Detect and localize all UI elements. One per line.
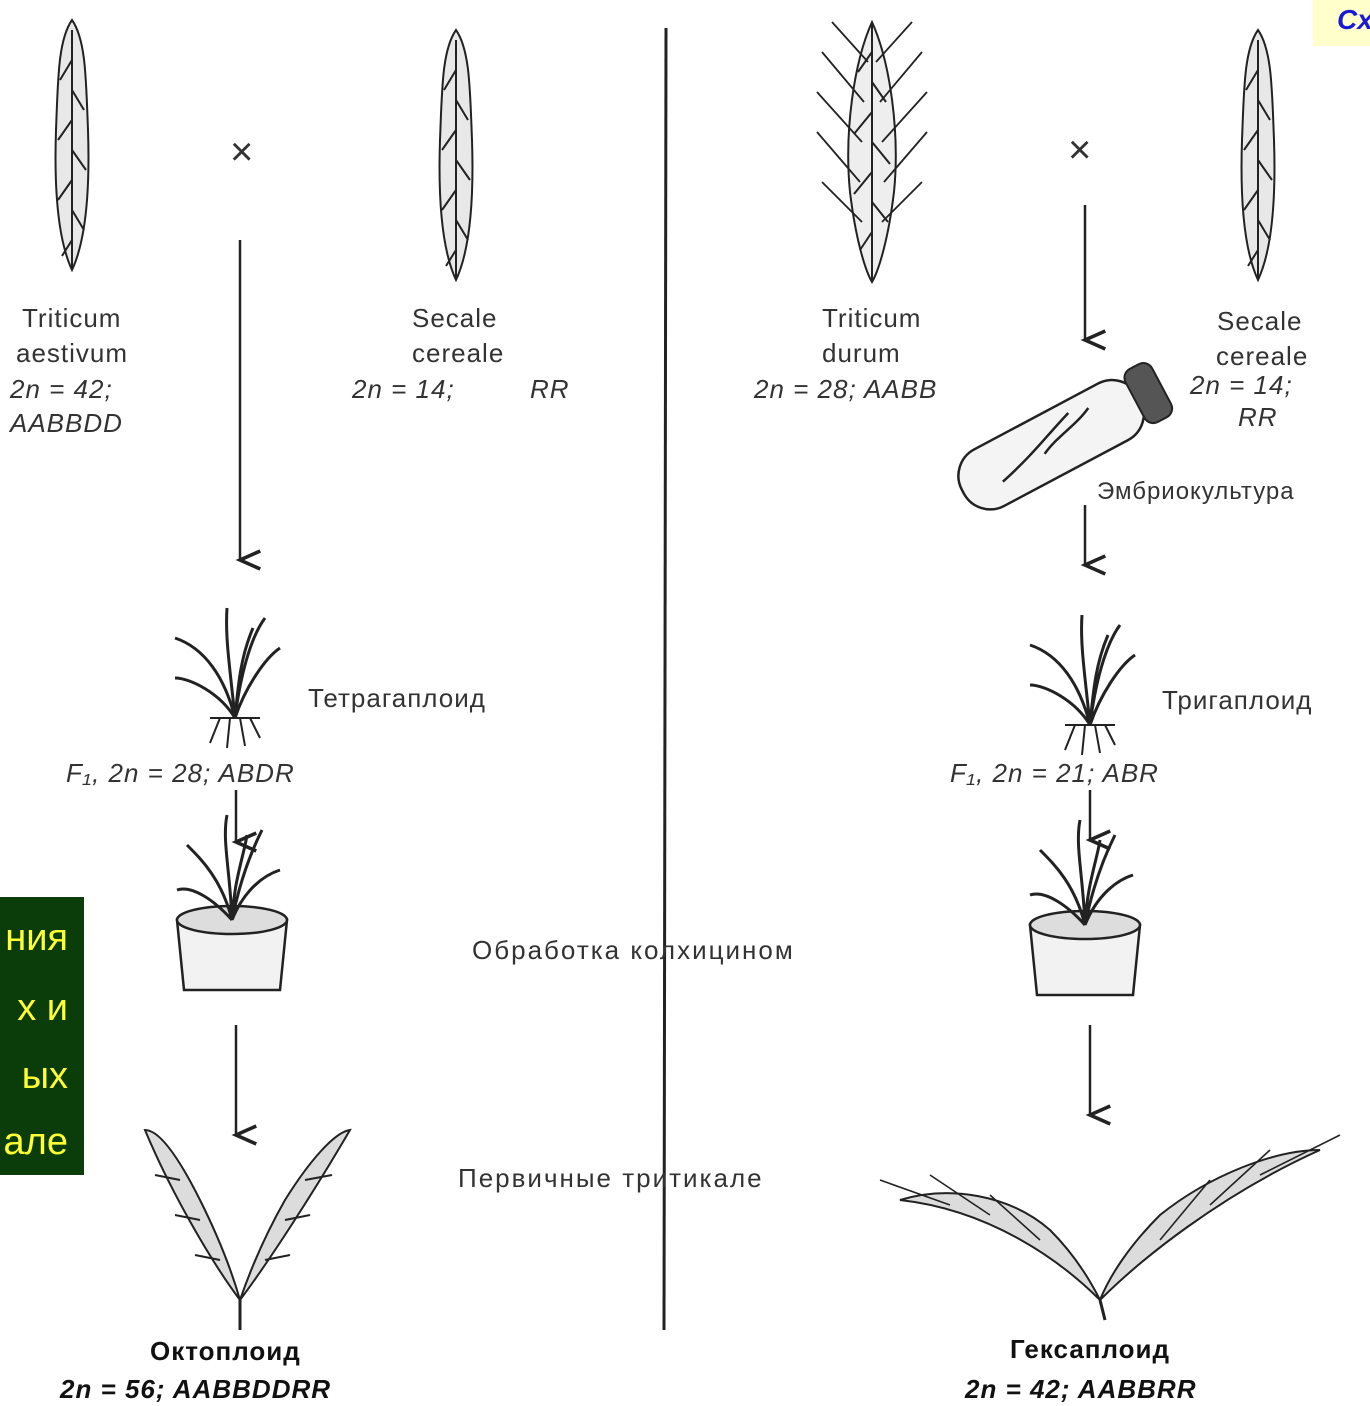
colchicine-pot-left bbox=[177, 815, 287, 990]
green-caption-box: ния х и ых але bbox=[0, 897, 84, 1175]
right-hybrid-label: Тригаплоид bbox=[1162, 687, 1312, 713]
secale-cereale-spike-left bbox=[440, 30, 473, 280]
right-parent1-name1: Triticum bbox=[822, 305, 921, 331]
right-embryo-label: Эмбриокультура bbox=[1097, 480, 1295, 504]
secale-cereale-spike-right bbox=[1242, 30, 1275, 280]
colchicine-caption: Обработка колхицином bbox=[472, 937, 795, 963]
right-result-genome: 2n = 42; AABBRR bbox=[965, 1376, 1196, 1402]
right-parent2-name1: Secale bbox=[1217, 308, 1303, 334]
green-caption-line-2: х и bbox=[17, 989, 68, 1027]
left-hybrid-label: Тетрагаплоид bbox=[308, 685, 486, 711]
right-result-label: Гексаплоид bbox=[1010, 1336, 1170, 1362]
green-caption-line-3: ых bbox=[22, 1057, 68, 1095]
corner-title-tag: Сх bbox=[1313, 0, 1370, 46]
left-parent1-name1: Triticum bbox=[22, 305, 121, 331]
primary-triticale-caption: Первичные тритикале bbox=[458, 1165, 764, 1191]
left-result-genome: 2n = 56; AABBDDRR bbox=[60, 1376, 331, 1402]
right-parent2-name2: cereale bbox=[1216, 343, 1308, 369]
hexaploid-spikes bbox=[880, 1135, 1340, 1320]
left-f1-formula: F₁, 2n = 28; ABDR bbox=[66, 760, 295, 786]
left-parent2-name2: cereale bbox=[412, 340, 504, 366]
green-caption-line-4: але bbox=[4, 1123, 68, 1161]
corner-title-text: Сх bbox=[1337, 4, 1370, 36]
right-parent2-chrom: 2n = 14; bbox=[1190, 372, 1293, 398]
trihaploid-seedling bbox=[1030, 615, 1135, 755]
left-result-label: Октоплоид bbox=[150, 1338, 301, 1364]
right-cross-symbol: × bbox=[1068, 130, 1092, 170]
tetrahaploid-seedling bbox=[175, 608, 280, 748]
right-parent2-genome: RR bbox=[1238, 404, 1278, 430]
divider-line bbox=[664, 28, 666, 1330]
right-parent1-chrom: 2n = 28; AABB bbox=[754, 376, 937, 402]
left-parent2-genome: RR bbox=[530, 376, 570, 402]
right-f1-formula: F₁, 2n = 21; ABR bbox=[950, 760, 1159, 786]
left-parent2-chrom: 2n = 14; bbox=[352, 376, 455, 402]
left-parent1-chrom: 2n = 42; bbox=[10, 376, 113, 402]
triticum-aestivum-spike bbox=[56, 20, 89, 270]
right-parent1-name2: durum bbox=[822, 340, 901, 366]
green-caption-line-1: ния bbox=[5, 919, 68, 957]
left-parent2-name1: Secale bbox=[412, 305, 498, 331]
left-parent1-genome: AABBDD bbox=[10, 410, 123, 436]
colchicine-pot-right bbox=[1030, 820, 1140, 995]
left-cross-symbol: × bbox=[230, 132, 254, 172]
triticum-durum-spike bbox=[817, 22, 927, 282]
left-parent1-name2: aestivum bbox=[16, 340, 128, 366]
octoploid-spikes bbox=[145, 1130, 350, 1330]
